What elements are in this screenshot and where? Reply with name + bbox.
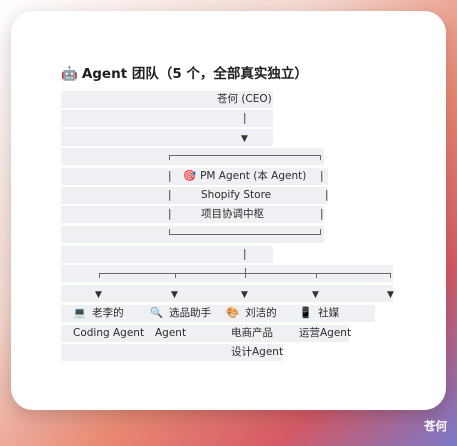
agent-design-role: 电商产品 [231,327,273,339]
agent-coding-owner: 老李的 [92,307,124,319]
pm-box-side: | [325,189,329,201]
arrow-down-icon: ▼ [387,290,394,300]
robot-icon: 🤖 [61,66,78,82]
pm-agent-store: Shopify Store [201,189,272,201]
tree-row [61,148,324,165]
tree-row [61,344,283,361]
tree-row [61,285,393,302]
branch-tick [316,273,317,278]
pm-agent-label: PM Agent (本 Agent) [200,170,307,182]
agent-design: 🎨 刘洁的 [226,305,277,322]
palette-icon: 🎨 [226,307,240,319]
agent-social: 📱 社媒 [299,305,339,322]
pm-box-side: | [168,189,172,201]
agent-selection: 🔍 选品助手 [150,305,211,322]
tree-row [61,325,349,342]
team-heading: 🤖Agent 团队（5 个，全部真实独立） [61,62,308,82]
arrow-down-icon: ▼ [312,290,319,300]
branch-tick [175,273,176,278]
pm-box-side: | [320,170,324,182]
branch-tick [390,273,391,278]
arrow-down-icon: ▼ [241,290,248,300]
agent-selection-role: Agent [155,327,187,339]
tree-row [61,246,273,263]
tree-row [61,129,273,146]
agent-social-name: 社媒 [318,307,340,319]
connector-pipe: | [243,112,247,124]
team-heading-text: Agent 团队（5 个，全部真实独立） [81,66,308,82]
pm-box-bottom [169,234,321,235]
pm-agent-node: 🎯PM Agent (本 Agent) [183,168,306,185]
agent-coding-role: Coding Agent [73,327,145,339]
agent-coding: 💻 老李的 [73,305,124,322]
pm-box-corner [169,155,170,160]
pm-box-corner [169,229,170,234]
agent-design-role-2: 设计Agent [231,346,284,358]
tree-row [61,187,328,204]
agent-design-owner: 刘洁的 [245,307,277,319]
agent-selection-name: 选品助手 [169,307,212,319]
pm-box-side: | [168,208,172,220]
magnifier-icon: 🔍 [150,307,164,319]
tree-row [61,91,273,108]
pm-box-side: | [320,208,324,220]
tree-row [61,110,273,127]
ceo-node: 苍何 (CEO) [217,93,272,105]
pm-box-corner [320,155,321,160]
laptop-icon: 💻 [73,307,87,319]
target-icon: 🎯 [183,170,197,182]
tree-row [61,206,324,223]
agent-social-role: 运营Agent [299,327,352,339]
branch-tick [245,268,246,278]
pm-box-top [169,155,321,156]
arrow-down-icon: ▼ [171,290,178,300]
pm-agent-role: 项目协调中枢 [201,208,264,220]
author-watermark: 苍何 [424,419,447,433]
arrow-down-icon: ▼ [241,134,248,144]
arrow-down-icon: ▼ [95,290,102,300]
branch-tick [99,273,100,278]
pm-box-side: | [168,170,172,182]
phone-icon: 📱 [299,307,313,319]
tree-row [61,168,328,185]
pm-box-corner [320,229,321,234]
connector-pipe: | [243,248,247,260]
tree-row [61,305,375,322]
